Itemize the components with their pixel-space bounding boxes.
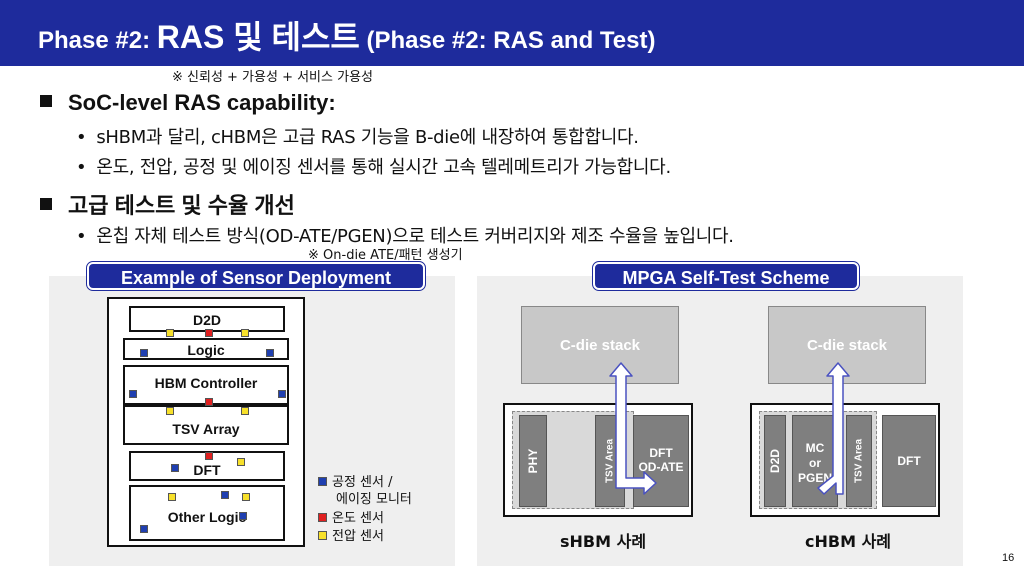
square-bullet-icon bbox=[40, 198, 52, 210]
process-sensor-marker bbox=[171, 464, 179, 472]
section-heading-ras: SoC-level RAS capability: bbox=[40, 90, 336, 116]
bullet-item: •온도, 전압, 공정 및 에이징 센서를 통해 실시간 고속 텔레메트리가 가… bbox=[76, 157, 671, 178]
process-sensor-marker bbox=[221, 491, 229, 499]
section-heading-test: 고급 테스트 및 수율 개선 bbox=[40, 188, 295, 220]
mpga-panel-title: MPGA Self-Test Scheme bbox=[592, 261, 860, 291]
temp-sensor-marker bbox=[205, 452, 213, 460]
block-tsv-array: TSV Array bbox=[123, 405, 289, 445]
temp-sensor-marker bbox=[205, 329, 213, 337]
sensor-panel-title: Example of Sensor Deployment bbox=[86, 261, 426, 291]
section-heading-test-text: 고급 테스트 및 수율 개선 bbox=[68, 193, 295, 218]
legend-voltage-sensor: 전압 센서 bbox=[318, 525, 384, 544]
title-part1: Phase #2: bbox=[38, 27, 157, 54]
process-sensor-marker bbox=[266, 349, 274, 357]
chbm-tsv-area: TSV Area bbox=[846, 415, 872, 507]
chbm-dft: DFT bbox=[882, 415, 936, 507]
bullet-text: 온칩 자체 테스트 방식(OD-ATE/PGEN)으로 테스트 커버리지와 제조… bbox=[96, 226, 734, 247]
block-logic: Logic bbox=[123, 338, 289, 360]
voltage-sensor-marker bbox=[166, 329, 174, 337]
title-bar: Phase #2: RAS 및 테스트 (Phase #2: RAS and T… bbox=[0, 0, 1024, 66]
ras-note: ※ 신뢰성 + 가용성 + 서비스 가용성 bbox=[172, 70, 373, 85]
section-heading-ras-text: SoC-level RAS capability: bbox=[68, 90, 336, 115]
bullet-text: 온도, 전압, 공정 및 에이징 센서를 통해 실시간 고속 텔레메트리가 가능… bbox=[96, 157, 671, 178]
voltage-sensor-marker bbox=[242, 493, 250, 501]
shbm-tsv-area: TSV Area bbox=[595, 415, 625, 507]
bullet-item: •sHBM과 달리, cHBM은 고급 RAS 기능을 B-die에 내장하여 … bbox=[76, 127, 639, 148]
legend-aging-monitor: 에이징 모니터 bbox=[336, 492, 412, 507]
shbm-phy: PHY bbox=[519, 415, 547, 507]
shbm-caption: sHBM 사례 bbox=[560, 532, 647, 551]
slide-title: Phase #2: RAS 및 테스트 (Phase #2: RAS and T… bbox=[38, 12, 655, 58]
chbm-cdie-stack: C-die stack bbox=[768, 306, 926, 384]
legend-temp-sensor: 온도 센서 bbox=[318, 507, 384, 526]
voltage-sensor-marker bbox=[241, 329, 249, 337]
block-other-logic: Other Logic bbox=[129, 485, 285, 541]
page-number: 16 bbox=[1002, 552, 1015, 564]
shbm-cdie-stack: C-die stack bbox=[521, 306, 679, 384]
title-part3: (Phase #2: RAS and Test) bbox=[359, 27, 656, 54]
chbm-d2d: D2D bbox=[764, 415, 786, 507]
bullet-item: •온칩 자체 테스트 방식(OD-ATE/PGEN)으로 테스트 커버리지와 제… bbox=[76, 226, 734, 247]
voltage-sensor-marker bbox=[237, 458, 245, 466]
process-sensor-marker bbox=[239, 512, 247, 520]
voltage-sensor-marker bbox=[166, 407, 174, 415]
chip-floorplan: D2D Logic HBM Controller TSV Array DFT O… bbox=[107, 297, 305, 547]
voltage-sensor-marker bbox=[241, 407, 249, 415]
legend-process-sensor: 공정 센서 / bbox=[318, 471, 393, 490]
od-ate-note: ※ On-die ATE/패턴 생성기 bbox=[308, 248, 463, 263]
bullet-text: sHBM과 달리, cHBM은 고급 RAS 기능을 B-die에 내장하여 통… bbox=[96, 127, 639, 148]
square-bullet-icon bbox=[40, 95, 52, 107]
title-part2: RAS 및 테스트 bbox=[156, 19, 360, 55]
chbm-caption: cHBM 사례 bbox=[805, 532, 892, 551]
process-sensor-marker bbox=[278, 390, 286, 398]
process-sensor-marker bbox=[129, 390, 137, 398]
process-sensor-marker bbox=[140, 525, 148, 533]
voltage-sensor-marker bbox=[168, 493, 176, 501]
temp-sensor-marker bbox=[205, 398, 213, 406]
process-sensor-marker bbox=[140, 349, 148, 357]
